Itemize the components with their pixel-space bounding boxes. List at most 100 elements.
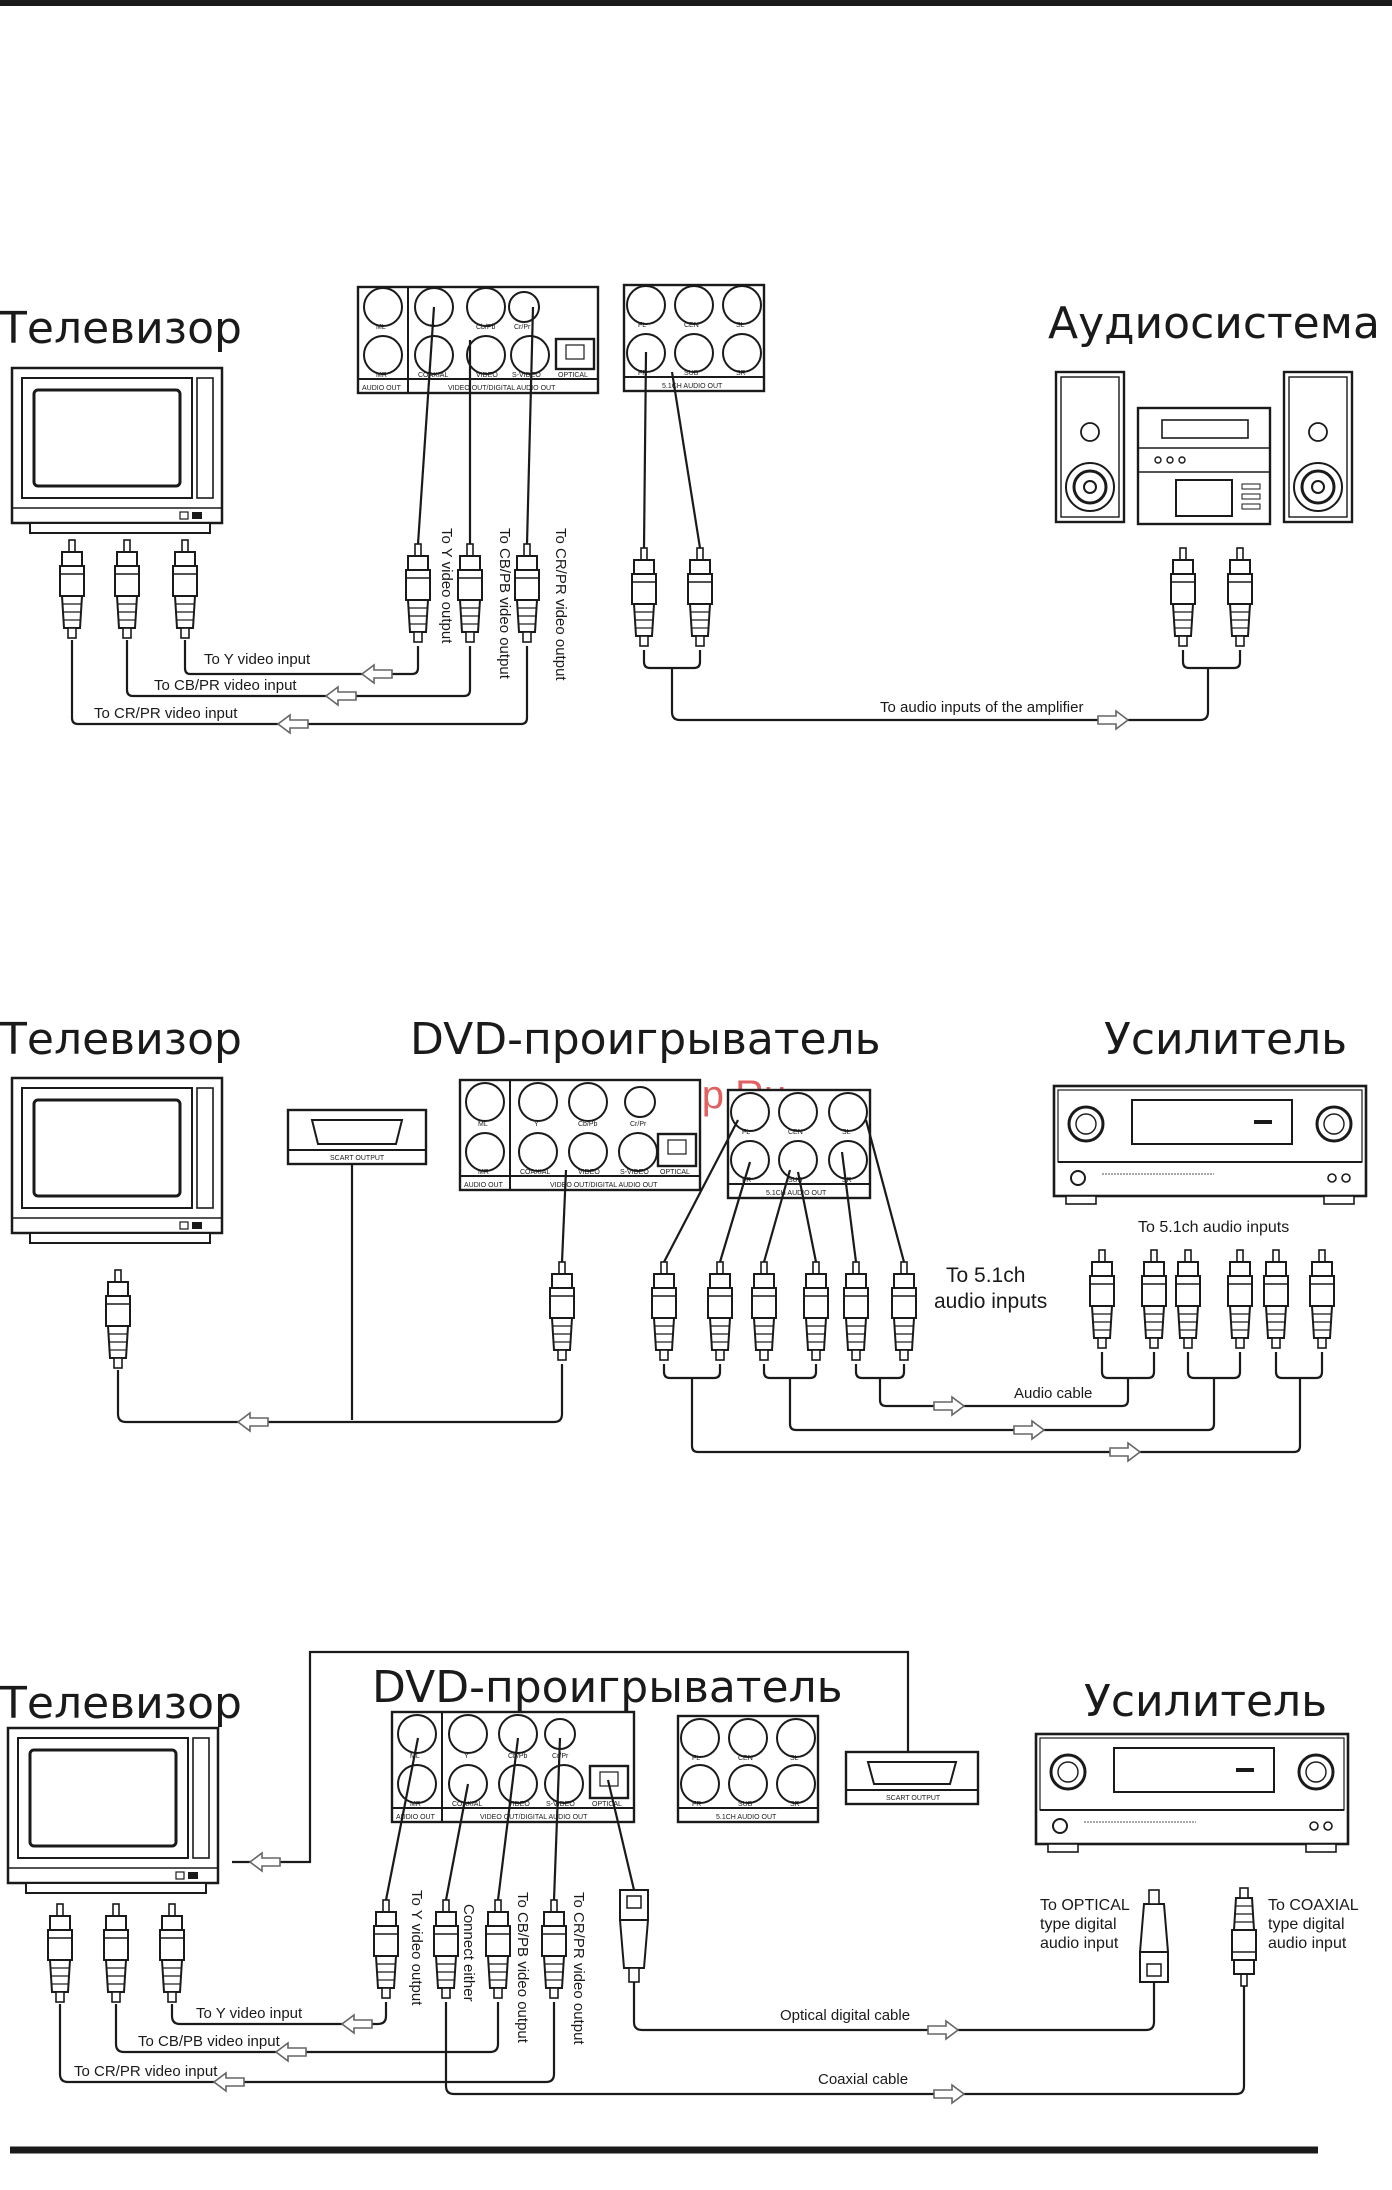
label-coaxial-cable: Coaxial cable — [818, 2071, 908, 2088]
amp-plug-l — [1170, 547, 1196, 647]
label-optical-2: type digital — [1040, 1916, 1117, 1933]
dvd-output-panel-2: ML Y Cb/Pb Cr/Pr MR COAXIAL VIDEO S-VIDE… — [458, 1078, 702, 1192]
svg-text:COAXIAL: COAXIAL — [418, 372, 448, 379]
svg-text:MR: MR — [478, 1169, 489, 1176]
dvd-plug-cb — [457, 543, 483, 643]
dvd-plug-cr — [514, 543, 540, 643]
svg-text:SL: SL — [736, 322, 745, 329]
tv-icon-1 — [10, 366, 224, 535]
svg-text:SCART OUTPUT: SCART OUTPUT — [886, 1795, 941, 1802]
label-coaxial-3: audio input — [1268, 1935, 1347, 1952]
label-to-cbpb-output: To CB/PB video output — [496, 528, 513, 680]
label-3-cr-input: To CR/PR video input — [74, 2063, 218, 2080]
amp-title-3: Усилитель — [1084, 1676, 1327, 1727]
label-3-cbpb-output: To CB/PB video output — [514, 1892, 531, 2044]
svg-text:ML: ML — [478, 1121, 488, 1128]
svg-text:OPTICAL: OPTICAL — [558, 372, 588, 379]
svg-text:COAXIAL: COAXIAL — [520, 1169, 550, 1176]
svg-text:Cb/Pb: Cb/Pb — [476, 324, 496, 331]
label-coaxial-1: To COAXIAL — [1268, 1897, 1359, 1914]
label-3-connect-either: Connect either — [460, 1904, 477, 2002]
svg-text:Cr/Pr: Cr/Pr — [552, 1753, 569, 1760]
svg-text:VIDEO: VIDEO — [476, 372, 498, 379]
svg-text:SR: SR — [790, 1801, 800, 1808]
label-optical-cable: Optical digital cable — [780, 2007, 910, 2024]
svg-text:OPTICAL: OPTICAL — [592, 1801, 622, 1808]
label-3-cb-input: To CB/PB video input — [138, 2033, 281, 2050]
svg-text:VIDEO OUT/DIGITAL AUDIO OUT: VIDEO OUT/DIGITAL AUDIO OUT — [448, 385, 556, 392]
tv-title-3: Телевизор — [0, 1678, 242, 1729]
svg-text:AUDIO OUT: AUDIO OUT — [396, 1814, 436, 1821]
label-optical-3: audio input — [1040, 1935, 1119, 1952]
label-to-crpr-output: To CR/PR video output — [552, 528, 569, 681]
label-3-y-output: To Y video output — [408, 1890, 425, 2006]
svg-text:SUB: SUB — [738, 1801, 753, 1808]
dvd-output-panel-3: ML Y Cb/Pb Cr/Pr MR COAXIAL VIDEO S-VIDE… — [390, 1710, 636, 1824]
diagram-1: Телевизор Аудиосистема ML Y Cb/Pb Cr/Pr … — [0, 283, 1380, 734]
svg-text:S-VIDEO: S-VIDEO — [512, 372, 541, 379]
label-3-crpr-output: To CR/PR video output — [570, 1892, 587, 2045]
svg-text:AUDIO OUT: AUDIO OUT — [362, 385, 402, 392]
svg-text:5.1CH AUDIO OUT: 5.1CH AUDIO OUT — [716, 1814, 777, 1821]
dvd-output-panel-1: ML Y Cb/Pb Cr/Pr MR COAXIAL VIDEO S-VIDE… — [356, 285, 600, 395]
svg-text:MR: MR — [410, 1801, 421, 1808]
label-51-inputs-mid-2: audio inputs — [934, 1290, 1047, 1313]
label-51-inputs-mid-1: To 5.1ch — [946, 1264, 1025, 1287]
svg-text:FR: FR — [638, 370, 647, 377]
audio-system-title: Аудиосистема — [1048, 298, 1380, 349]
svg-text:Y: Y — [464, 1753, 469, 1760]
label-to-cb-input: To CB/PR video input — [154, 677, 297, 694]
svg-text:SR: SR — [842, 1177, 852, 1184]
svg-text:FL: FL — [692, 1755, 700, 1762]
scart-output-2: SCART OUTPUT — [286, 1108, 428, 1166]
label-optical-1: To OPTICAL — [1040, 1897, 1130, 1914]
dvd-plug-audio-l — [631, 547, 657, 647]
label-audio-cable: Audio cable — [1014, 1385, 1092, 1402]
svg-text:VIDEO OUT/DIGITAL AUDIO OUT: VIDEO OUT/DIGITAL AUDIO OUT — [480, 1814, 588, 1821]
svg-text:COAXIAL: COAXIAL — [452, 1801, 482, 1808]
tv-title-1: Телевизор — [0, 303, 242, 354]
svg-text:CEN: CEN — [788, 1129, 803, 1136]
svg-text:VIDEO OUT/DIGITAL AUDIO OUT: VIDEO OUT/DIGITAL AUDIO OUT — [550, 1182, 658, 1189]
svg-text:ML: ML — [376, 324, 386, 331]
svg-text:Y: Y — [534, 1121, 539, 1128]
label-3-y-input: To Y video input — [196, 2005, 303, 2022]
tv-plug-cb — [114, 539, 140, 639]
svg-text:AUDIO OUT: AUDIO OUT — [464, 1182, 504, 1189]
svg-text:FR: FR — [742, 1177, 751, 1184]
label-to-y-output: To Y video output — [438, 528, 455, 644]
svg-text:SR: SR — [736, 370, 746, 377]
scart-output-3: SCART OUTPUT — [844, 1750, 980, 1806]
amplifier-icon-2 — [1052, 1084, 1368, 1206]
audio-system-icon — [1054, 370, 1354, 526]
svg-text:S-VIDEO: S-VIDEO — [546, 1801, 575, 1808]
svg-text:SL: SL — [842, 1129, 851, 1136]
svg-text:Cr/Pr: Cr/Pr — [630, 1121, 647, 1128]
tv-plug-cr — [59, 539, 85, 639]
amp-plug-r — [1227, 547, 1253, 647]
amplifier-icon-3 — [1034, 1732, 1350, 1854]
diagram-3: Телевизор DVD-проигрыватель Усилитель ML… — [0, 1650, 1359, 2104]
dvd-plug-y — [405, 543, 431, 643]
label-to-cr-input: To CR/PR video input — [94, 705, 238, 722]
svg-text:5.1CH AUDIO OUT: 5.1CH AUDIO OUT — [766, 1190, 827, 1197]
dvd-plug-audio-r — [687, 547, 713, 647]
svg-text:MR: MR — [376, 372, 387, 379]
svg-text:SL: SL — [790, 1755, 799, 1762]
svg-text:SUB: SUB — [684, 370, 699, 377]
svg-text:S-VIDEO: S-VIDEO — [620, 1169, 649, 1176]
dvd-title-2: DVD-проигрыватель — [410, 1014, 881, 1065]
tv-icon-2 — [10, 1076, 224, 1245]
label-coaxial-2: type digital — [1268, 1916, 1345, 1933]
svg-text:CEN: CEN — [684, 322, 699, 329]
svg-text:SCART OUTPUT: SCART OUTPUT — [330, 1155, 385, 1162]
diagram-2: Телевизор DVD-проигрыватель Усилитель Mc… — [0, 1014, 1368, 1462]
label-to-y-input: To Y video input — [204, 651, 311, 668]
svg-text:SUB: SUB — [788, 1177, 803, 1184]
svg-text:FL: FL — [742, 1129, 750, 1136]
label-51-inputs-top: To 5.1ch audio inputs — [1138, 1219, 1289, 1236]
tv-icon-3 — [6, 1726, 220, 1895]
svg-text:Cb/Pb: Cb/Pb — [578, 1121, 598, 1128]
dvd-title-3: DVD-проигрыватель — [372, 1662, 843, 1713]
